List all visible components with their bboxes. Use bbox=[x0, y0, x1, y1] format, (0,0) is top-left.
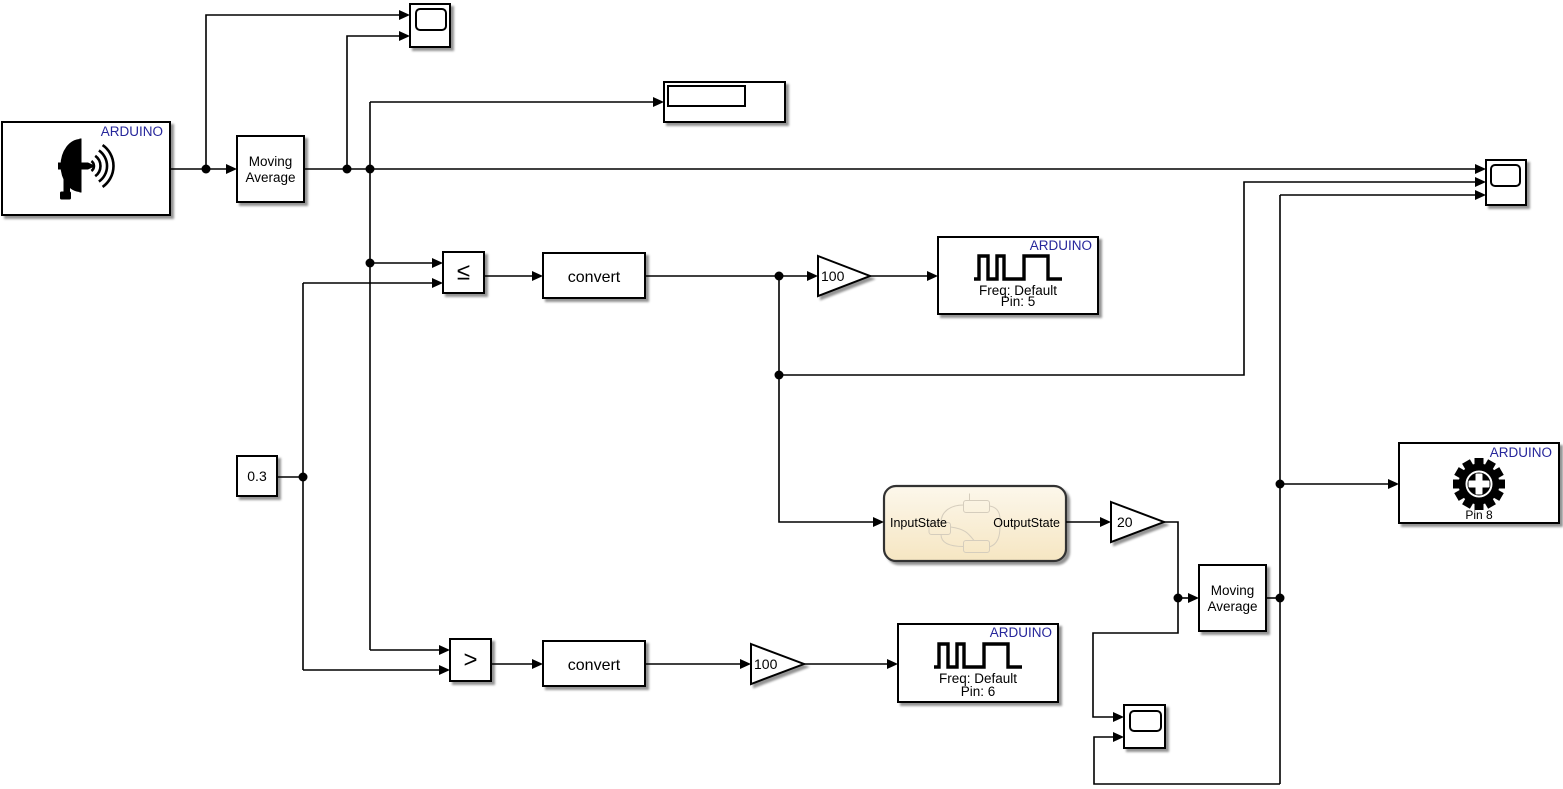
svg-text:OutputState: OutputState bbox=[993, 516, 1060, 530]
svg-text:ARDUINO: ARDUINO bbox=[101, 124, 163, 139]
svg-text:Freq: Default: Freq: Default bbox=[939, 671, 1017, 686]
svg-text:0.3: 0.3 bbox=[247, 468, 267, 484]
svg-text:100: 100 bbox=[821, 268, 845, 284]
svg-text:Pin: 6: Pin: 6 bbox=[961, 684, 996, 699]
svg-text:ARDUINO: ARDUINO bbox=[1490, 445, 1552, 460]
svg-text:>: > bbox=[463, 647, 477, 674]
svg-text:100: 100 bbox=[754, 656, 778, 672]
svg-text:Freq: Default: Freq: Default bbox=[979, 283, 1057, 298]
svg-text:≤: ≤ bbox=[457, 259, 470, 286]
svg-text:Moving: Moving bbox=[249, 154, 293, 169]
svg-text:20: 20 bbox=[1117, 514, 1133, 530]
svg-text:ARDUINO: ARDUINO bbox=[1030, 238, 1092, 253]
svg-text:Average: Average bbox=[245, 170, 295, 185]
svg-text:ARDUINO: ARDUINO bbox=[990, 625, 1052, 640]
svg-text:Average: Average bbox=[1207, 599, 1257, 614]
svg-text:InputState: InputState bbox=[890, 516, 947, 530]
svg-text:convert: convert bbox=[568, 269, 621, 286]
svg-text:convert: convert bbox=[568, 657, 621, 674]
svg-text:Moving: Moving bbox=[1211, 583, 1255, 598]
svg-text:Pin 8: Pin 8 bbox=[1465, 508, 1493, 522]
svg-text:Pin: 5: Pin: 5 bbox=[1001, 294, 1036, 309]
